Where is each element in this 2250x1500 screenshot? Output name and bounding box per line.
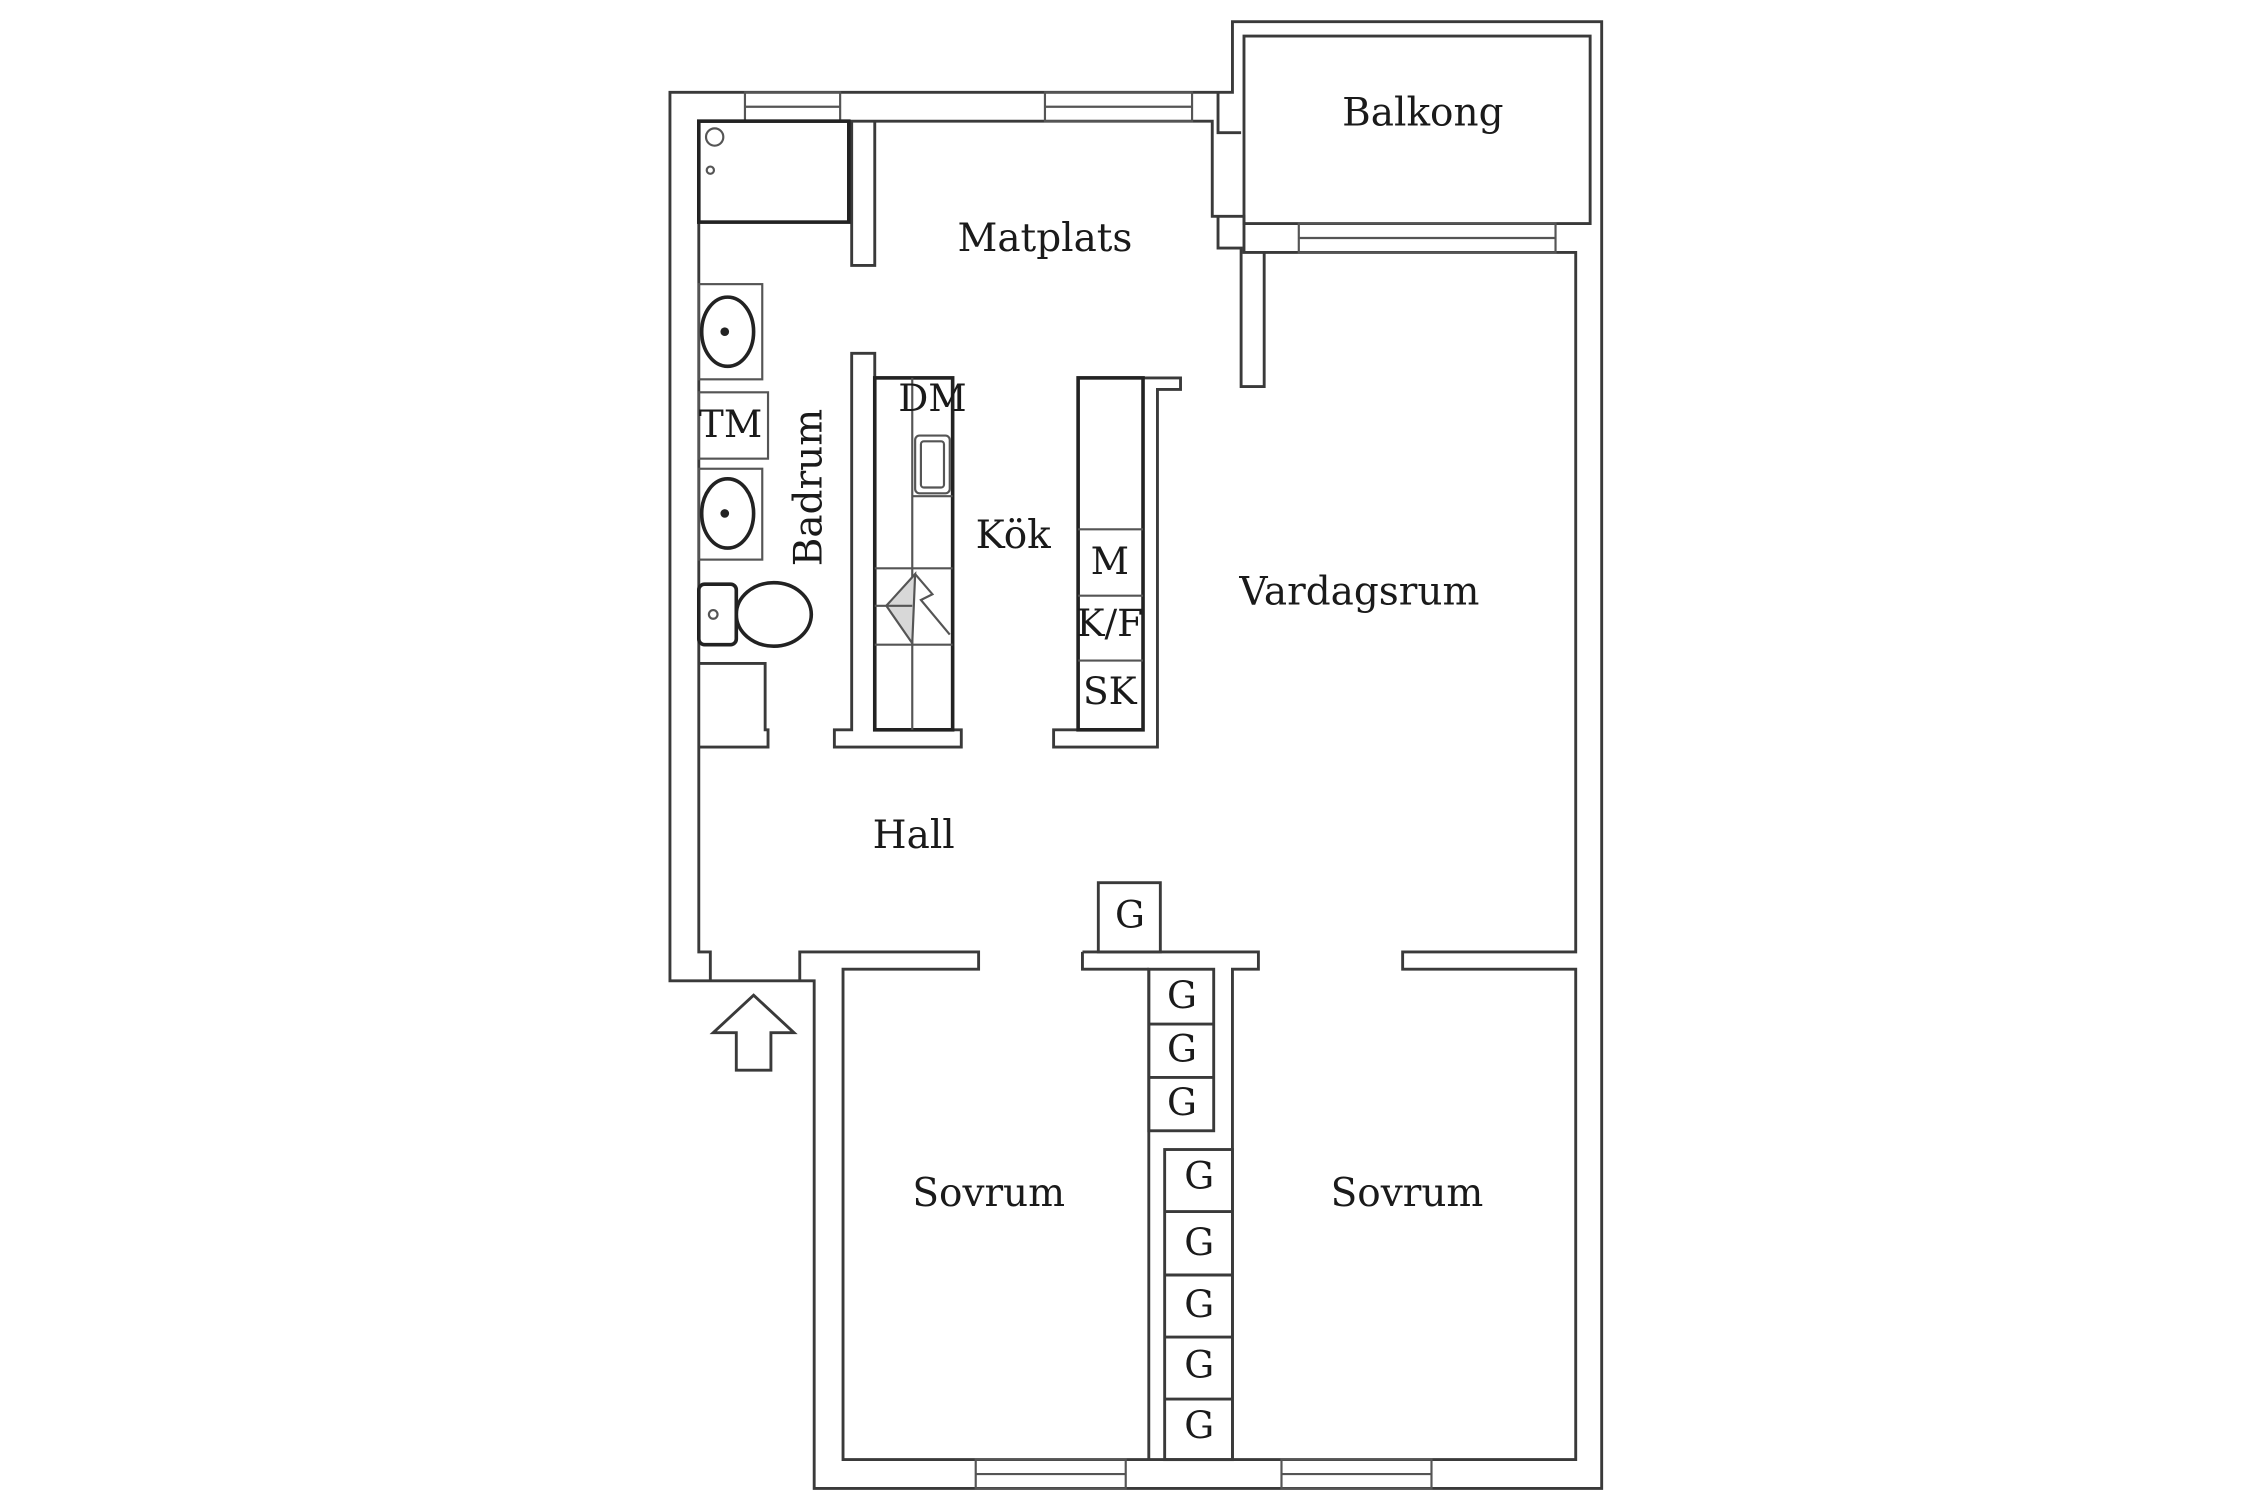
wardrobe-label: G [1115, 892, 1145, 936]
washer-box [697, 391, 770, 460]
appliance-label-fridge-freezer: K/F [1077, 601, 1144, 645]
appliance-label-cabinet: SK [1083, 669, 1138, 713]
appliance-label-dishwasher: DM [898, 376, 966, 420]
room-label-living: Vardagsrum [1238, 569, 1479, 614]
wardrobes [1096, 881, 1234, 1462]
drain-icon [704, 127, 725, 147]
room-label-bedroom-right: Sovrum [1331, 1171, 1484, 1216]
toilet-icon [696, 580, 814, 648]
kitchen-fixtures [872, 376, 1145, 732]
wardrobe-label: G [1184, 1342, 1214, 1386]
kitchen-sink-icon [914, 434, 951, 495]
room-label-dining: Matplats [957, 216, 1132, 261]
wardrobe-label: G [1184, 1282, 1214, 1326]
wardrobe-label: G [1167, 973, 1197, 1017]
wardrobe-label: G [1184, 1220, 1214, 1264]
wardrobe-label: G [1167, 1027, 1197, 1071]
entrance-arrow-icon [709, 993, 798, 1072]
outer-walls [668, 20, 1604, 1490]
room-label-hall: Hall [873, 813, 955, 858]
sink-icon [697, 283, 764, 381]
bathroom-fixtures [696, 119, 851, 648]
appliance-label-washer: TM [699, 402, 762, 446]
room-label-kitchen: Kök [976, 513, 1051, 558]
room-label-bedroom-left: Sovrum [912, 1171, 1065, 1216]
stove-icon [884, 571, 917, 647]
sink-icon [697, 467, 764, 561]
interior-walls [698, 121, 1266, 1460]
wardrobe-label: G [1184, 1153, 1214, 1197]
wardrobe-label: G [1184, 1403, 1214, 1447]
room-label-balcony: Balkong [1342, 90, 1503, 135]
room-label-bathroom: Badrum [786, 409, 831, 566]
appliance-label-microwave: M [1091, 539, 1129, 583]
wardrobe-label: G [1167, 1080, 1197, 1124]
